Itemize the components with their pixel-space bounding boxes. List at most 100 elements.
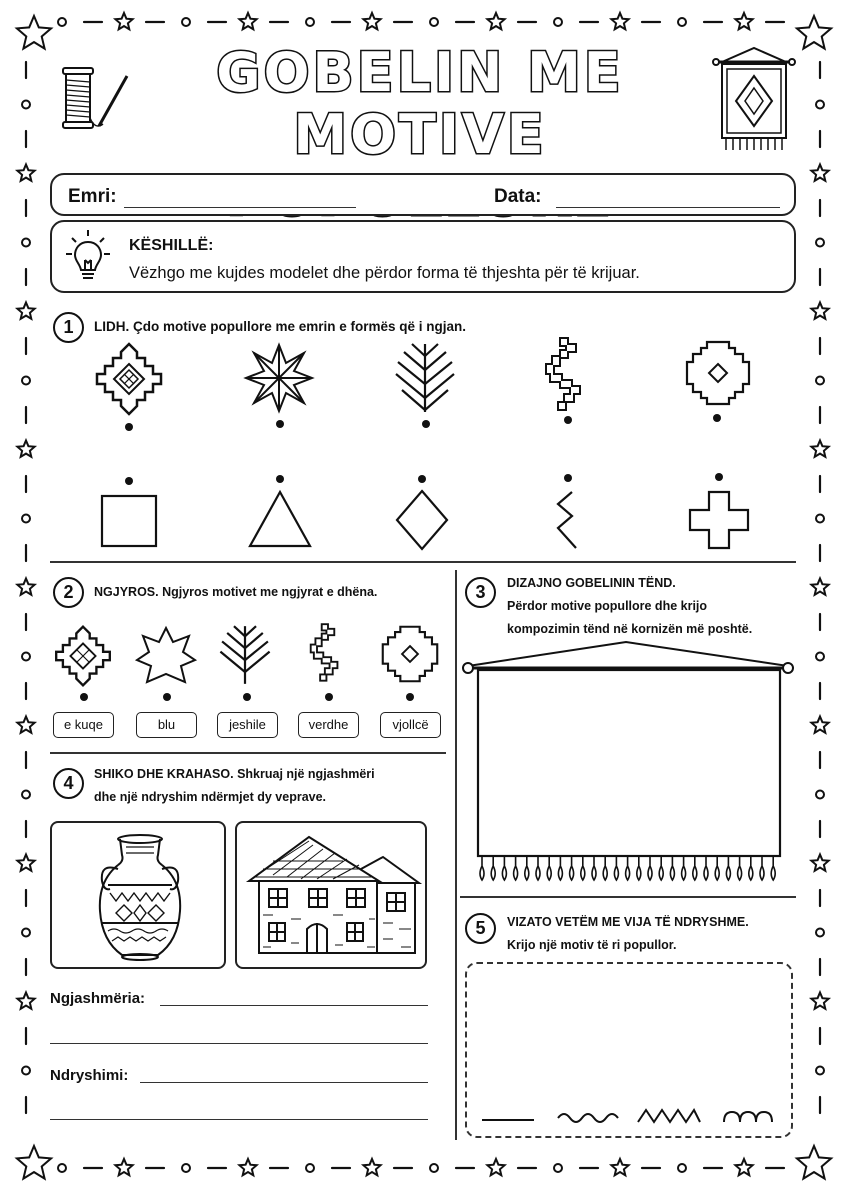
fringe-tassel (479, 856, 485, 882)
difference-answer-line-2[interactable] (50, 1119, 428, 1120)
fringe-tassel (692, 856, 698, 882)
border-star-icon (608, 10, 632, 32)
border-circle (677, 17, 687, 27)
border-circle (553, 1163, 563, 1173)
border-circle (815, 375, 825, 386)
border-circle (181, 1163, 191, 1173)
exercise-3-number: 3 (465, 577, 496, 608)
border-circle (815, 513, 825, 524)
border-star-icon (14, 299, 38, 321)
fringe-tassel (568, 856, 575, 882)
difference-answer-line[interactable] (140, 1082, 428, 1083)
border-circle (21, 237, 31, 248)
exercise-3-line2: kompozimin tënd në kornizën më poshtë. (507, 622, 753, 636)
border-circle (815, 1065, 825, 1076)
border-star-icon (808, 437, 832, 459)
border-circle (21, 651, 31, 662)
triangle-icon (248, 489, 312, 548)
color-cross-motif-icon[interactable] (381, 625, 439, 683)
similarity-answer-line[interactable] (160, 1005, 428, 1006)
exercise-2-instruction: NGJYROS. Ngjyros motivet me ngjyrat e dh… (94, 585, 378, 599)
border-circle (21, 99, 31, 110)
fir-branch-icon (395, 343, 455, 412)
section-divider (50, 561, 796, 563)
fringe-tassel (557, 856, 564, 882)
border-circle (305, 17, 315, 27)
border-star-icon (14, 713, 38, 735)
border-star-icon (236, 1156, 260, 1178)
color-label-red: e kuqe (53, 712, 114, 738)
thread-spool-icon (62, 67, 129, 129)
border-star-icon (14, 989, 38, 1011)
border-star-icon (14, 437, 38, 459)
lightbulb-icon (66, 230, 110, 279)
date-field[interactable] (556, 207, 780, 208)
fringe-tassel (624, 856, 631, 882)
border-star-icon (808, 575, 832, 597)
similarity-label: Ngjashmëria: (50, 990, 146, 1007)
similarity-answer-line-2[interactable] (50, 1043, 428, 1044)
corner-star-icon (14, 13, 54, 51)
border-star-icon (14, 161, 38, 183)
traditional-house-icon (245, 835, 423, 954)
color-diamond-motif-icon[interactable] (52, 625, 114, 687)
exercise-4-line1: SHIKO DHE KRAHASO. Shkruaj një ngjashmër… (94, 767, 375, 781)
border-star-icon (484, 1156, 508, 1178)
tapestry-icon (712, 46, 796, 150)
tip-title: KËSHILLË: (129, 237, 214, 254)
fringe-tassel (535, 856, 541, 882)
column-divider (455, 570, 457, 1140)
fringe-tassel (669, 856, 676, 882)
corner-star-icon (794, 13, 834, 51)
border-star-icon (608, 1156, 632, 1178)
exercise-1-number: 1 (53, 312, 84, 343)
exercise-3-line1: Përdor motive popullore dhe krijo (507, 599, 708, 613)
border-circle (21, 513, 31, 524)
name-label: Emri: (68, 186, 117, 207)
fringe-tassel (512, 856, 519, 882)
square-icon (100, 494, 158, 548)
color-label-purple: vjollcë (380, 712, 441, 738)
border-star-icon (236, 10, 260, 32)
zigzag-line-icon (556, 491, 577, 549)
name-date-box: Emri: Data: (50, 173, 796, 216)
exercise-4-line2: dhe një ndryshim ndërmjet dy veprave. (94, 790, 327, 804)
zigzag-motif-icon (545, 337, 581, 411)
fringe-tassel (680, 856, 687, 882)
fringe-tassel (703, 856, 709, 882)
cross-icon (688, 490, 750, 550)
section-divider-right (460, 896, 796, 898)
exercise-5-number: 5 (465, 913, 496, 944)
color-label-yellow: verdhe (298, 712, 359, 738)
tip-box: KËSHILLË: Vëzhgo me kujdes modelet dhe p… (50, 220, 796, 293)
fringe-tassel (546, 856, 552, 882)
fringe-tassel (770, 856, 776, 882)
fringe-tassel (613, 856, 620, 882)
border-star-icon (808, 851, 832, 873)
border-circle (815, 99, 825, 110)
exercise-4-number: 4 (53, 768, 84, 799)
fringe-tassel (636, 856, 642, 882)
color-star-motif-icon[interactable] (134, 625, 198, 686)
border-star-icon (808, 989, 832, 1011)
tapestry-frame[interactable] (460, 640, 796, 890)
vase-icon (98, 834, 182, 961)
border-circle (57, 1163, 67, 1173)
border-circle (21, 1065, 31, 1076)
eight-point-star-icon (243, 342, 315, 414)
border-circle (429, 1163, 439, 1173)
border-circle (181, 17, 191, 27)
border-star-icon (808, 713, 832, 735)
drawing-area[interactable] (465, 962, 793, 1138)
fringe-tassel (748, 856, 754, 882)
border-star-icon (14, 851, 38, 873)
name-field[interactable] (124, 207, 356, 208)
color-fir-branch-icon[interactable] (217, 624, 273, 686)
exercise-5-text: Krijo një motiv të ri popullor. (507, 938, 677, 952)
rhombus-icon (395, 489, 449, 551)
color-zigzag-motif-icon[interactable] (306, 622, 350, 686)
fringe-tassel (736, 856, 743, 882)
exercise-2-number: 2 (53, 577, 84, 608)
